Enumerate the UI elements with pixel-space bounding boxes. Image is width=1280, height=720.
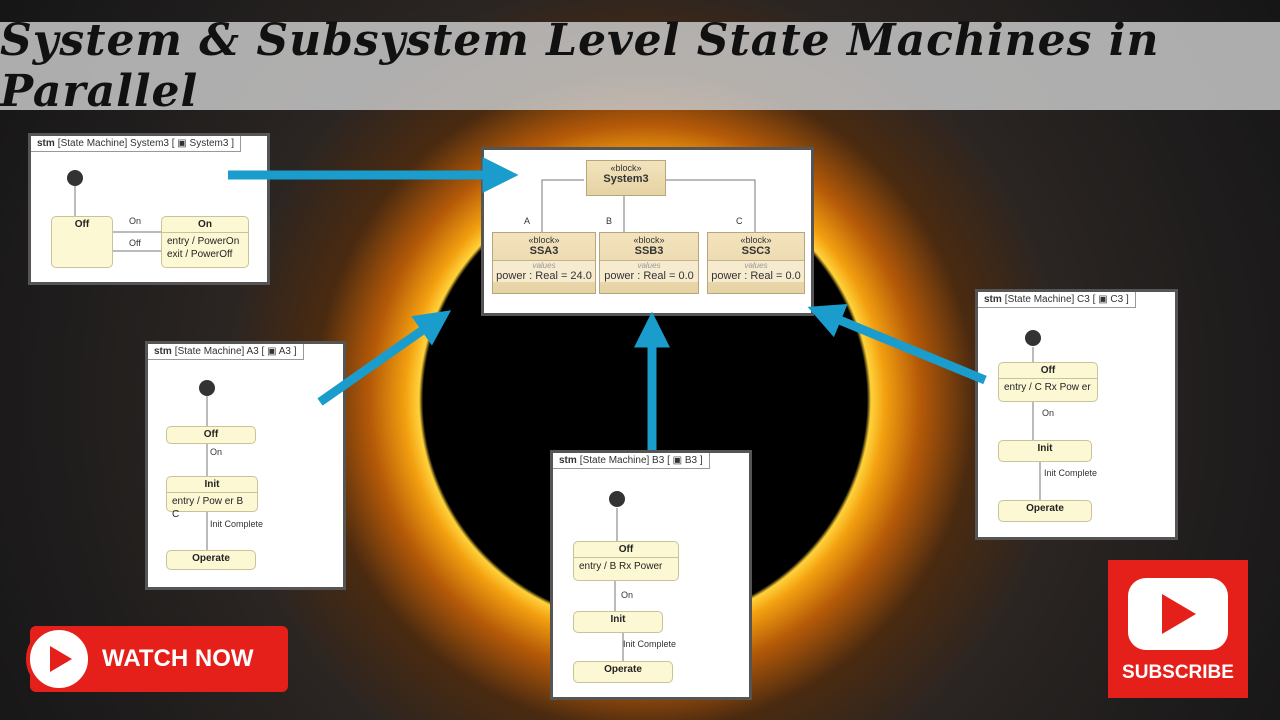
role-label: B — [606, 216, 613, 226]
state-operate: Operate — [166, 550, 256, 570]
transition-label: Off — [129, 238, 141, 248]
stm-header: stm[State Machine] System3 [ ▣ System3 ] — [31, 136, 241, 152]
transition-label: On — [210, 447, 223, 457]
transition-label: On — [129, 216, 142, 226]
arrow-a3 — [317, 310, 452, 406]
play-icon — [26, 626, 92, 692]
role-label: A — [524, 216, 531, 226]
transition-label: Init Complete — [1044, 468, 1098, 478]
page-title: System & Subsystem Level State Machines … — [0, 15, 1160, 117]
composition-lines — [541, 179, 756, 232]
state-off: Off — [51, 216, 113, 268]
block-icon: ▣ — [267, 346, 277, 357]
initial-node — [199, 380, 215, 396]
block-icon: ▣ — [672, 455, 683, 466]
initial-node — [1025, 330, 1041, 346]
role-label: C — [736, 216, 743, 226]
initial-node — [67, 170, 83, 186]
transition-lines — [74, 186, 161, 252]
block-icon: ▣ — [177, 138, 187, 149]
block-icon: ▣ — [1098, 294, 1108, 305]
title-banner: System & Subsystem Level State Machines … — [0, 15, 1280, 117]
watch-now-label: WATCH NOW — [102, 645, 254, 672]
arrow-c3 — [807, 303, 987, 385]
subscribe-label: SUBSCRIBE — [1122, 662, 1234, 683]
state-init: Init — [573, 611, 663, 633]
state-operate: Operate — [998, 500, 1092, 522]
transition-lines — [206, 396, 208, 550]
youtube-play-icon — [1128, 578, 1228, 650]
stm-a3-panel: stm[State Machine] A3 [ ▣ A3 ] Off On In… — [145, 341, 346, 590]
watch-now-button[interactable]: WATCH NOW — [26, 626, 288, 692]
transition-lines — [1032, 347, 1041, 500]
transition-label: Init Complete — [210, 519, 264, 529]
stm-header: stm[State Machine] C3 [ ▣ C3 ] — [978, 292, 1136, 308]
state-operate: Operate — [573, 661, 673, 683]
block-system3: «block»System3 — [586, 160, 666, 196]
stm-header: stm[State Machine] B3 [ ▣ B3 ] — [553, 453, 710, 469]
initial-node — [609, 491, 625, 507]
subscribe-button[interactable]: SUBSCRIBE — [1108, 560, 1248, 698]
stm-system3-panel: stm[State Machine] System3 [ ▣ System3 ]… — [28, 133, 270, 285]
transition-label: On — [1042, 408, 1055, 418]
transition-label: Init Complete — [623, 639, 677, 649]
stm-header: stm[State Machine] A3 [ ▣ A3 ] — [148, 344, 304, 360]
transition-lines — [614, 508, 624, 661]
transition-label: On — [621, 590, 634, 600]
state-init: Init — [998, 440, 1092, 462]
state-off: Off — [166, 426, 256, 444]
